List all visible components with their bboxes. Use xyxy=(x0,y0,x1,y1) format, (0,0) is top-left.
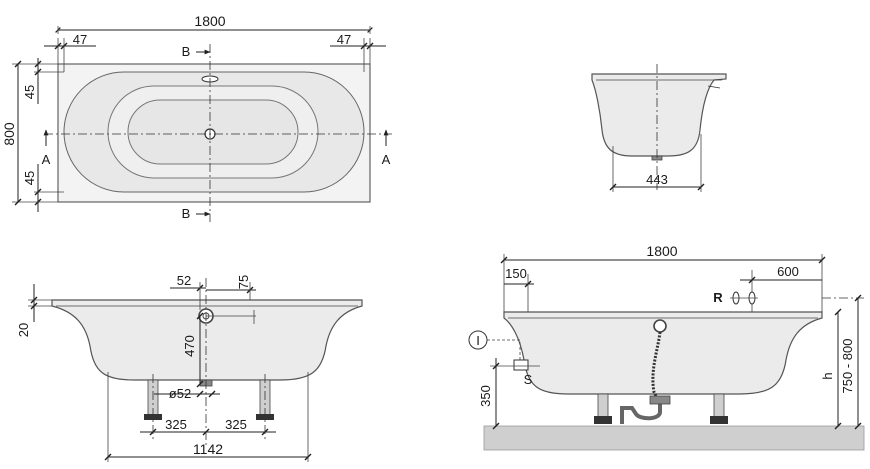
side-right-label-s: S xyxy=(524,372,533,387)
side-left-total-label: 1142 xyxy=(193,441,223,457)
side-right-trap xyxy=(620,404,662,424)
side-view-right: 1800 150 600 R h 750 - 800 I S xyxy=(468,243,865,451)
section-b-bottom-label: B xyxy=(182,206,191,221)
section-a-right-label: A xyxy=(382,152,391,167)
side-right-label-i: I xyxy=(476,333,480,348)
side-right-body xyxy=(503,311,823,395)
side-left-drain-dia: ø52 xyxy=(169,386,191,401)
top-rim-top-label: 45 xyxy=(22,85,37,99)
side-left-dim-20: 20 xyxy=(16,323,31,337)
section-a-left-label: A xyxy=(42,152,51,167)
top-offset-left-label: 47 xyxy=(73,32,87,47)
top-rim-bottom-label: 45 xyxy=(22,171,37,185)
end-view-body xyxy=(591,73,727,157)
top-height-label: 800 xyxy=(1,122,17,146)
side-right-dim-350: 350 xyxy=(478,385,493,407)
side-right-height-range: 750 - 800 xyxy=(840,339,855,394)
side-right-dim-600: 600 xyxy=(777,264,799,279)
top-width-label: 1800 xyxy=(194,13,225,29)
side-right-overflow xyxy=(653,319,667,333)
side-right-total-label: 1800 xyxy=(646,243,677,259)
side-right-dim-150: 150 xyxy=(505,266,527,281)
side-left-dim-52: 52 xyxy=(177,273,191,288)
end-view: 443 xyxy=(591,64,727,192)
side-right-leg-left xyxy=(597,393,609,419)
top-offset-right-label: 47 xyxy=(337,32,351,47)
section-b-top-label: B xyxy=(182,44,191,59)
side-left-body xyxy=(51,299,363,381)
top-view: 1800 47 47 800 45 45 A xyxy=(1,13,392,222)
side-right-label-h: h xyxy=(820,372,835,379)
side-view-left: 52 75 20 470 ø52 325 325 xyxy=(16,273,363,462)
end-bottom-width-label: 443 xyxy=(646,172,668,187)
side-right-label-r: R xyxy=(713,290,723,305)
side-left-dim-470: 470 xyxy=(182,335,197,357)
side-right-waste-hose xyxy=(651,331,662,405)
side-left-leg-right-label: 325 xyxy=(225,417,247,432)
floor xyxy=(483,425,865,451)
side-left-dim-75: 75 xyxy=(236,275,251,289)
side-right-supply-box xyxy=(513,359,529,371)
side-left-leg-left-label: 325 xyxy=(165,417,187,432)
side-right-leg-right xyxy=(713,393,725,419)
